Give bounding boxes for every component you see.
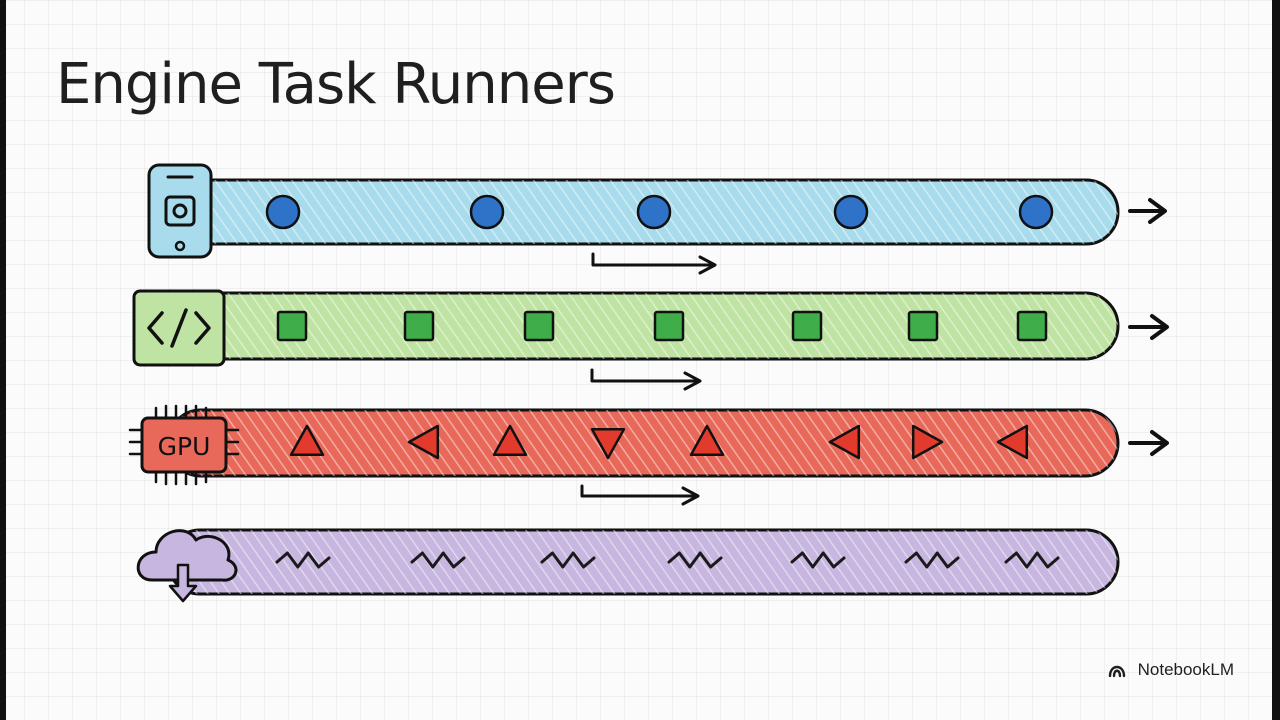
lane-ui-token	[403, 310, 435, 342]
brand-name: NotebookLM	[1137, 660, 1234, 679]
lane-ui-token	[907, 310, 939, 342]
lane-raster-token	[689, 424, 725, 457]
lane-raster-token	[996, 424, 1029, 460]
lane-platform-token	[1018, 194, 1054, 230]
lane-raster-flow-arrow	[580, 484, 700, 506]
lane-raster-token	[289, 424, 325, 457]
cloud-download-icon	[136, 529, 238, 603]
lane-platform-flow-arrow	[591, 252, 717, 275]
lane-io-token	[410, 551, 466, 569]
lane-platform-output-arrow	[1128, 198, 1167, 224]
lane-ui-flow-arrow	[590, 368, 702, 391]
lane-io	[136, 528, 1120, 603]
lane-ui-token	[791, 310, 823, 342]
lane-platform-token	[265, 194, 301, 230]
gpu-chip-label: GPU	[158, 432, 211, 461]
lane-io-token	[667, 551, 723, 569]
lane-platform-token	[469, 194, 505, 230]
gpu-chip-icon: GPU	[128, 404, 240, 486]
lane-ui-token	[276, 310, 308, 342]
page-title: Engine Task Runners	[56, 52, 616, 117]
brand: NotebookLM	[1138, 660, 1234, 680]
lane-platform-token	[833, 194, 869, 230]
code-brackets-icon	[132, 289, 226, 367]
lane-ui-token	[523, 310, 555, 342]
lane-platform-token	[636, 194, 672, 230]
lane-ui-token	[653, 310, 685, 342]
lane-ui-output-arrow	[1128, 314, 1169, 340]
lane-io-token	[540, 551, 596, 569]
lane-raster-token	[828, 424, 861, 460]
lane-io-token	[275, 551, 331, 569]
lane-io-token	[904, 551, 960, 569]
lane-raster: GPU	[128, 404, 1169, 506]
lane-raster-token	[911, 424, 944, 460]
lane-raster-token	[407, 424, 440, 460]
lane-ui-token	[1016, 310, 1048, 342]
lane-io-token	[1004, 551, 1060, 569]
lane-raster-output-arrow	[1128, 430, 1169, 456]
notebooklm-logo-icon	[1108, 665, 1126, 678]
lane-raster-token	[492, 424, 528, 457]
lane-io-token	[790, 551, 846, 569]
lane-ui	[132, 289, 1169, 391]
lane-platform	[147, 163, 1167, 275]
lane-raster-token	[590, 427, 626, 460]
mobile-phone-icon	[147, 163, 213, 259]
